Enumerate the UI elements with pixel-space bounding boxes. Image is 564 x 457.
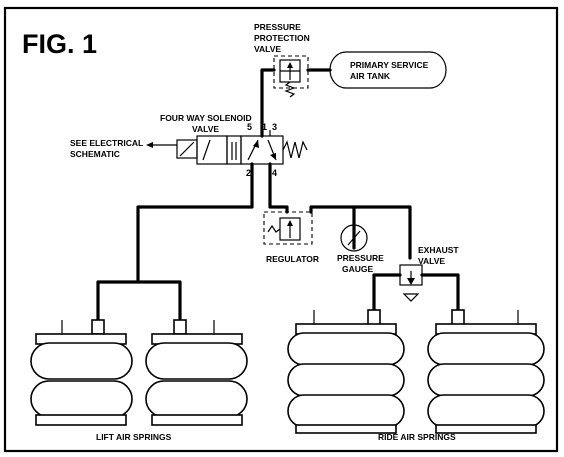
pressure-protection-label-line3: VALVE [254,44,281,54]
pressure-gauge [340,224,368,252]
exhaust-valve-label: EXHAUST VALVE [418,245,461,266]
pressure-gauge-label-line1: PRESSURE [337,253,384,263]
exhaust-valve-label-line2: VALVE [418,256,445,266]
pressure-gauge-label-line2: GAUGE [342,264,374,274]
port-1-label: 1 [262,122,267,132]
port-4-label: 4 [272,168,277,178]
lift-air-spring-right [145,319,248,426]
port-3-label: 3 [272,122,277,132]
air-tank-label: PRIMARY SERVICE AIR TANK [350,60,431,81]
pipe-port4-to-ride [268,162,289,214]
electrical-schematic-label: SEE ELECTRICAL SCHEMATIC [70,138,145,159]
pipe-regulator-out [309,205,412,260]
pressure-gauge-label: PRESSURE GAUGE [337,253,386,274]
port-5-label: 5 [247,122,252,132]
figure-title: FIG. 1 [22,29,97,59]
air-tank-label-line1: PRIMARY SERVICE [350,60,429,70]
ride-air-spring-left [287,309,405,434]
solenoid-valve-label: FOUR WAY SOLENOID VALVE [160,113,254,134]
pipe-exhaust-to-ride-left [372,273,402,312]
electrical-schematic-label-line1: SEE ELECTRICAL [70,138,143,148]
primary-service-air-tank [329,51,447,89]
pipe-ppv-to-solenoid [260,68,276,138]
solenoid-valve-label-line2: VALVE [192,124,219,134]
pipe-port2-to-lift [96,162,254,322]
electrical-schematic-label-line2: SCHEMATIC [70,149,120,159]
pipe-exhaust-to-ride-right [420,273,460,312]
regulator [263,211,313,245]
pressure-protection-valve [273,55,309,98]
electrical-schematic-arrow [146,142,177,148]
ride-air-spring-right [427,309,545,434]
four-way-solenoid-valve [176,130,308,165]
port-2-label: 2 [246,168,251,178]
pressure-protection-label: PRESSURE PROTECTION VALVE [254,22,312,54]
exhaust-valve-label-line1: EXHAUST [418,245,459,255]
air-tank-label-line2: AIR TANK [350,71,391,81]
regulator-label: REGULATOR [266,254,319,264]
lift-air-springs-label: LIFT AIR SPRINGS [96,432,172,442]
solenoid-valve-label-line1: FOUR WAY SOLENOID [160,113,252,123]
ride-air-springs-label: RIDE AIR SPRINGS [378,432,456,442]
pressure-protection-label-line2: PROTECTION [254,33,310,43]
pipe-lift-branch [136,280,182,322]
pressure-protection-label-line1: PRESSURE [254,22,301,32]
lift-air-spring-left [30,319,133,426]
